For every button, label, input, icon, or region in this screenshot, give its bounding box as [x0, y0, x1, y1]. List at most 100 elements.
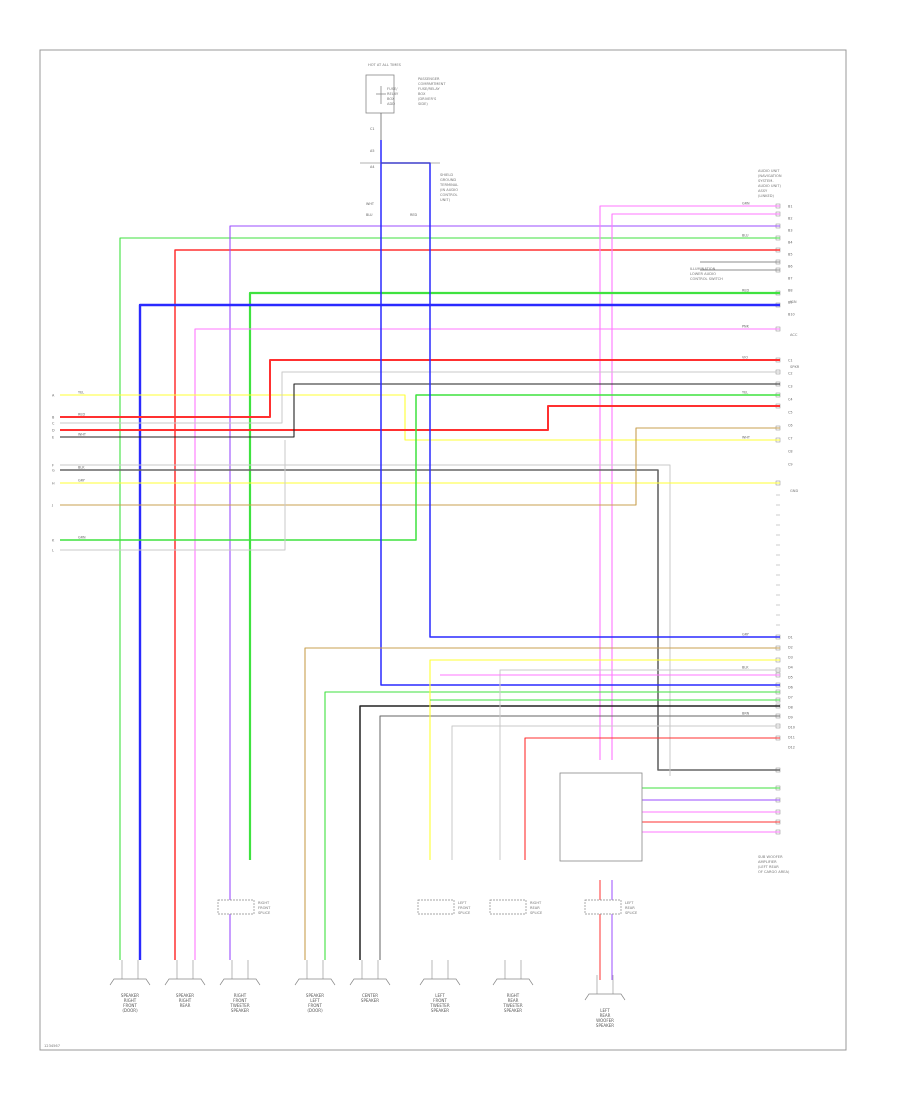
- splice-label-0-0: RIGHT: [258, 901, 270, 905]
- right-wire-code-4: VIO: [742, 356, 748, 360]
- speaker-icon-2: [219, 978, 261, 986]
- amp-title-0: AUDIO UNIT: [758, 169, 780, 173]
- speaker-caption-2-0: RIGHT: [234, 993, 247, 998]
- splice-label-4: CONTROL: [440, 193, 458, 197]
- right-pin-label-2-1: D2: [788, 646, 793, 650]
- splice-box-3: [584, 899, 622, 915]
- speaker-caption-1-1: RIGHT: [179, 998, 192, 1003]
- fuse-text-1: RELAY: [387, 92, 399, 96]
- wire-left-j: [60, 427, 780, 506]
- fuse-caption-5: SIDE): [418, 102, 428, 106]
- splice-label-3-2: SPLICE: [625, 911, 638, 915]
- wire-left-g: [60, 464, 671, 776]
- right-wire-code-1: BLU: [742, 234, 749, 238]
- wire-rr-speaker-neg: [194, 328, 780, 960]
- right-pin-label-1-4: C5: [788, 411, 793, 415]
- right-pin-label-1-6: C7: [788, 437, 793, 441]
- speaker-caption-2-1: FRONT: [233, 998, 247, 1003]
- right-pin-label-1-7: C8: [788, 450, 793, 454]
- speaker-caption-5-2: TWEETER: [429, 1003, 449, 1008]
- right-wire-code-7: GRY: [742, 633, 750, 637]
- speaker-icon-5: [419, 978, 461, 986]
- wire-left-l: [60, 440, 286, 551]
- wire-center-pos: [359, 705, 780, 960]
- left-pin-1: B: [52, 416, 55, 420]
- speaker-caption-6-0: RIGHT: [507, 993, 520, 998]
- wire-rr-tweeter-neg: [524, 737, 780, 860]
- wire-lf-speaker-neg: [324, 691, 780, 960]
- right-pin-label-2-2: D3: [788, 656, 793, 660]
- fuse-caption-2: FUSE/RELAY: [418, 87, 440, 91]
- left-pin-8: J: [51, 504, 53, 508]
- right-pin-label-0-8: B9: [788, 301, 792, 305]
- speaker-caption-3-0: SPEAKER: [306, 993, 324, 998]
- wire-lf-speaker-pos: [304, 647, 780, 960]
- right-wire-code-8: BLK: [742, 666, 749, 670]
- wire-left-e: [60, 383, 780, 438]
- wire-rr-speaker-pos: [174, 249, 780, 960]
- speaker-caption-5-0: LEFT: [435, 993, 445, 998]
- splice-box-0: [217, 899, 255, 915]
- top-wire-0: WHT: [366, 202, 375, 206]
- right-pin-label-2-0: D1: [788, 636, 793, 640]
- left-pin-9: K: [52, 539, 55, 543]
- amp-title-3: AUDIO UNIT): [758, 184, 781, 188]
- speaker-caption-3-1: LEFT: [310, 998, 320, 1003]
- speaker-caption-0-3: (DOOR): [122, 1008, 138, 1013]
- wire-rf-tweeter-neg: [248, 291, 780, 860]
- speaker-row: SPEAKERRIGHTFRONT(DOOR)SPEAKERRIGHTREARR…: [109, 960, 626, 1028]
- speaker-caption-0-0: SPEAKER: [121, 993, 139, 998]
- group-label-2: SPKR: [790, 365, 800, 369]
- left-wire-code-5: GRN: [78, 536, 86, 540]
- left-wire-code-2: WHT: [78, 433, 87, 437]
- right-wire-code-2: RED: [742, 289, 749, 293]
- right-pin-label-1-1: C2: [788, 372, 793, 376]
- speaker-icon-4: [349, 978, 391, 986]
- speaker-caption-0-1: RIGHT: [124, 998, 137, 1003]
- splice-label-0-2: SPLICE: [258, 911, 271, 915]
- speaker-caption-4-1: SPEAKER: [361, 998, 379, 1003]
- splice-label-1-0: LEFT: [458, 901, 467, 905]
- speaker-icon-0: [109, 978, 151, 986]
- right-wire-code-9: BRN: [742, 712, 750, 716]
- splice-label-0-1: FRONT: [258, 906, 271, 910]
- splice-box-2: [489, 899, 527, 915]
- amp-title-5: (LINKED): [758, 194, 775, 198]
- speaker-caption-2-3: SPEAKER: [231, 1008, 249, 1013]
- splice-layer: RIGHTFRONTSPLICELEFTFRONTSPLICERIGHTREAR…: [217, 899, 638, 915]
- left-wire-code-0: YEL: [78, 391, 84, 395]
- left-pin-2: C: [52, 422, 55, 426]
- top-wire-1: BLU: [366, 213, 373, 217]
- splice-box-1: [417, 899, 455, 915]
- wire-rr-tweeter-pos: [499, 669, 780, 860]
- left-pin-3: D: [52, 429, 55, 433]
- right-pin-label-2-5: D6: [788, 686, 793, 690]
- wire-layer: [60, 113, 780, 980]
- splice-label-2-1: REAR: [530, 906, 540, 910]
- splice-label-1: GROUND: [440, 178, 456, 182]
- wire-left-d: [60, 405, 780, 431]
- right-pin-label-2-11: D12: [788, 746, 795, 750]
- speaker-caption-4-0: CENTER: [362, 993, 378, 998]
- left-pin-0: A: [52, 394, 55, 398]
- right-pin-label-0-0: B1: [788, 205, 792, 209]
- left-pin-7: H: [52, 482, 55, 486]
- module-caption-0: SUB WOOFER: [758, 855, 783, 859]
- fuse-caption-4: (DRIVER'S: [418, 97, 437, 101]
- splice-label-1-1: FRONT: [458, 906, 471, 910]
- speaker-caption-0-2: FRONT: [123, 1003, 137, 1008]
- splice-label-1-2: SPLICE: [458, 911, 471, 915]
- top-pin-0: C1: [370, 127, 375, 131]
- wire-left-a: [60, 394, 780, 441]
- right-pin-label-2-8: D9: [788, 716, 793, 720]
- wire-rf-tweeter-pos: [229, 225, 780, 960]
- left-pin-4: E: [52, 436, 54, 440]
- right-pin-label-2-3: D4: [788, 666, 793, 670]
- speaker-caption-7-1: REAR: [600, 1013, 611, 1018]
- speaker-caption-7-3: SPEAKER: [596, 1023, 614, 1028]
- amp-title-1: (NAVIGATION: [758, 174, 782, 178]
- wire-rf-speaker-pos: [119, 237, 780, 960]
- wire-shield-blue: [381, 162, 780, 638]
- speaker-caption-6-3: SPEAKER: [504, 1008, 522, 1013]
